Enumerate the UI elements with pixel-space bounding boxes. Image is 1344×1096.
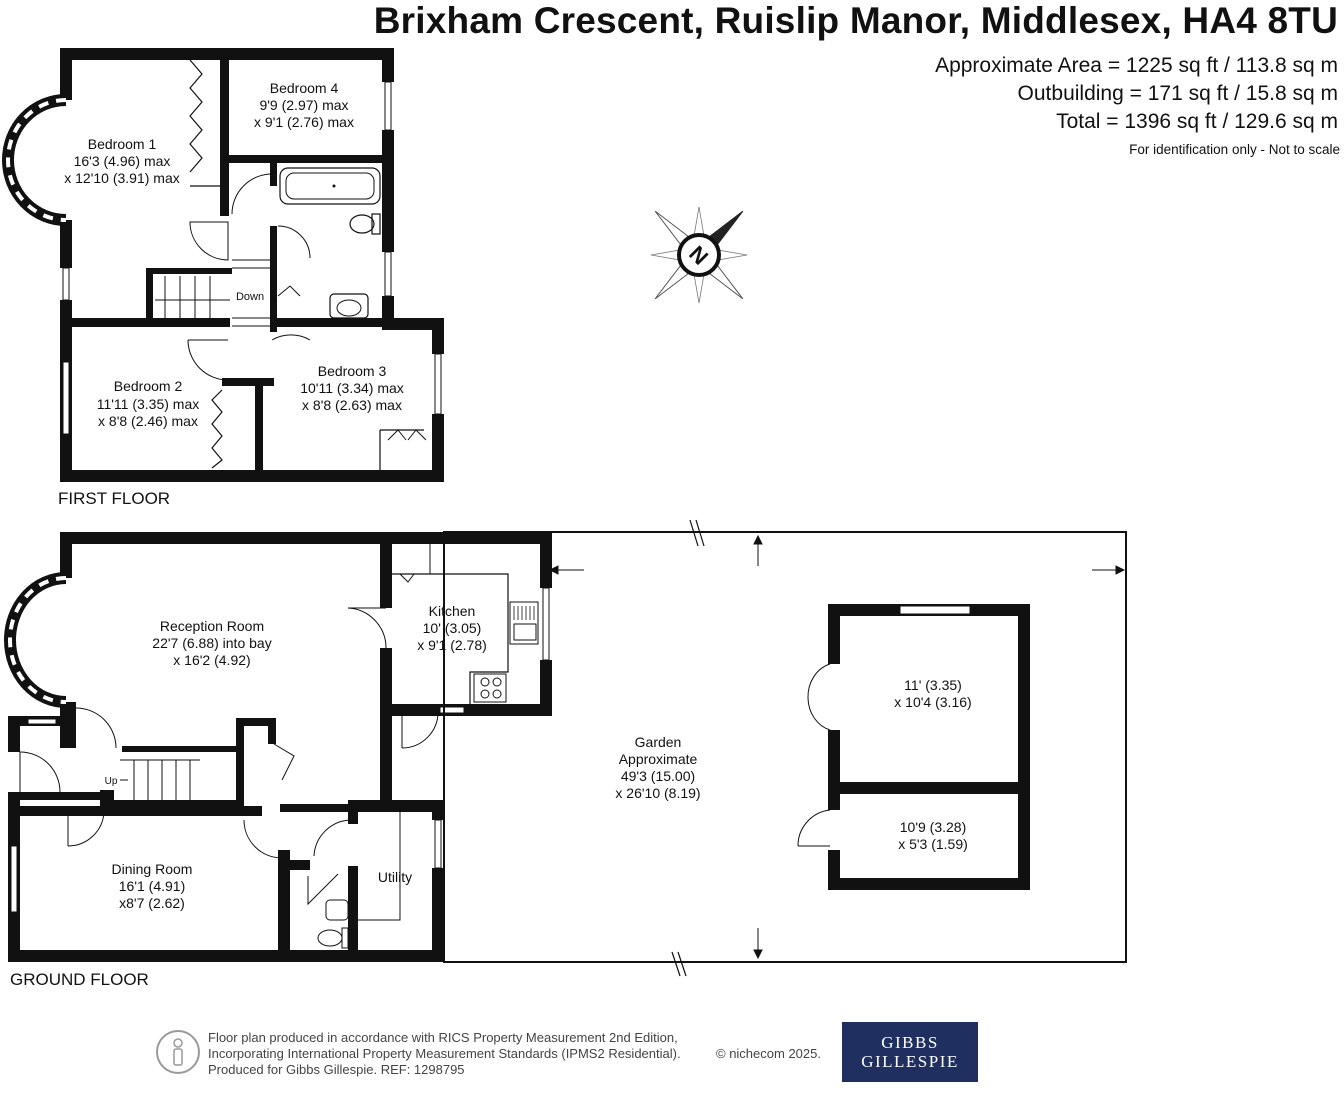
gibbs-gillespie-logo: GIBBS GILLESPIE [842,1022,978,1082]
outbuilding1-dim1: 11' (3.35) [904,677,962,693]
stairs-up-label: Up [105,776,118,787]
compass-icon: N [650,206,748,304]
bedroom1-dim2: x 12'10 (3.91) max [64,170,180,186]
ground-floor-label: GROUND FLOOR [10,970,149,989]
bedroom4-name: Bedroom 4 [270,80,339,96]
garden-dim2: x 26'10 (8.19) [615,785,700,801]
kitchen-name: Kitchen [429,603,476,619]
property-address: Brixham Crescent, Ruislip Manor, Middles… [373,0,1338,41]
bedroom3-dim2: x 8'8 (2.63) max [302,397,402,413]
first-floor-label: FIRST FLOOR [58,489,171,508]
nichecom-credit: © nichecom 2025. [716,1046,821,1061]
ground-floor-plan [4,519,1127,977]
kitchen-dim1: 10' (3.05) [423,620,482,636]
bedroom4-dim2: x 9'1 (2.76) max [254,114,354,130]
outbuilding-area: Outbuilding = 171 sq ft / 15.8 sq m [1017,82,1338,105]
bedroom2-dim1: 11'11 (3.35) max [97,396,200,412]
outbuilding2-dim2: x 5'3 (1.59) [898,836,968,852]
approximate-area: Approximate Area = 1225 sq ft / 113.8 sq… [935,54,1338,77]
logo-line-2: GILLESPIE [861,1052,959,1071]
reception-name: Reception Room [160,618,264,634]
dining-dim1: 16'1 (4.91) [119,878,186,894]
bedroom3-dim1: 10'11 (3.34) max [300,380,404,396]
garden-name: Garden [635,734,682,750]
bedroom2-name: Bedroom 2 [114,378,183,394]
bedroom3-name: Bedroom 3 [318,363,387,379]
bedroom1-name: Bedroom 1 [88,136,157,152]
garden-approximate: Approximate [619,751,698,767]
bedroom2-dim2: x 8'8 (2.46) max [98,413,198,429]
first-floor-plan [2,48,444,482]
dining-dim2: x8'7 (2.62) [119,895,185,911]
reception-dim2: x 16'2 (4.92) [173,652,250,668]
total-area: Total = 1396 sq ft / 129.6 sq m [1056,110,1338,133]
measurement-standard-icon [156,1030,200,1074]
identification-note: For identification only - Not to scale [1129,142,1340,157]
bedroom1-dim1: 16'3 (4.96) max [74,153,171,169]
outbuilding2-dim1: 10'9 (3.28) [900,819,967,835]
kitchen-dim2: x 9'1 (2.78) [417,637,487,653]
footer-disclaimer: Floor plan produced in accordance with R… [208,1030,681,1078]
garden-dim1: 49'3 (15.00) [621,768,695,784]
footer-line-2: Incorporating International Property Mea… [208,1046,681,1061]
reception-dim1: 22'7 (6.88) into bay [152,635,271,651]
dining-name: Dining Room [112,861,193,877]
footer-line-3: Produced for Gibbs Gillespie. REF: 12987… [208,1062,465,1077]
bedroom4-dim1: 9'9 (2.97) max [259,97,348,113]
logo-line-1: GIBBS [881,1033,939,1052]
outbuilding1-dim2: x 10'4 (3.16) [894,694,971,710]
stairs-down-label: Down [236,291,264,303]
utility-name: Utility [378,869,412,885]
footer-line-1: Floor plan produced in accordance with R… [208,1030,678,1045]
